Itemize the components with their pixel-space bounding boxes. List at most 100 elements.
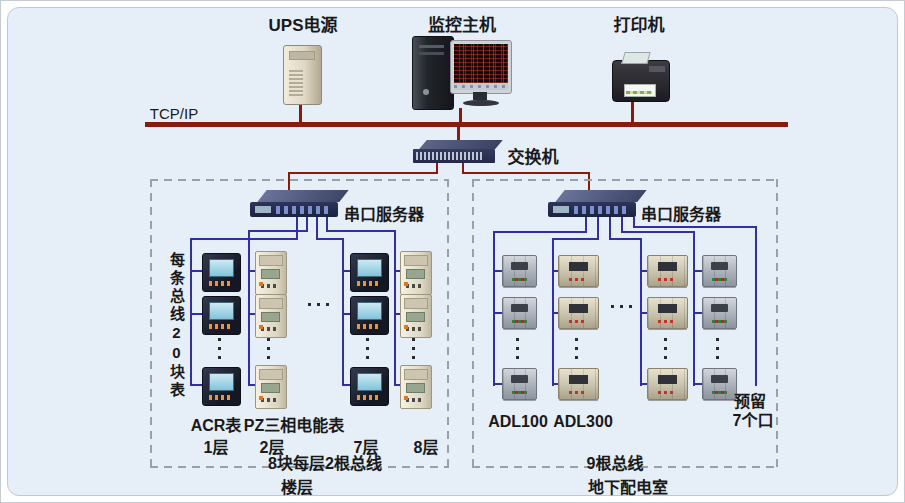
basement-zone-label: 地下配电室 [588, 474, 668, 498]
stub [693, 312, 702, 314]
pz-meter-device [255, 365, 287, 409]
acr-meter-device [350, 296, 389, 335]
acr-meter-device [350, 367, 389, 406]
right-server-stub-3 [609, 217, 611, 240]
left-bus1 [190, 238, 192, 386]
tcpip-label: TCP/IP [150, 105, 198, 122]
left-bus4-run [326, 230, 396, 232]
serial-server-left [250, 190, 346, 222]
adl100-device [702, 255, 737, 287]
stub [248, 270, 255, 272]
adl300-device [558, 368, 599, 400]
adl300-device [647, 368, 688, 400]
pz-meter-device [255, 251, 287, 295]
ups-label: UPS电源 [269, 11, 338, 36]
ellipsis-vertical [575, 338, 578, 359]
stub [640, 270, 647, 272]
stub [693, 383, 702, 385]
right-bus2-run [552, 238, 599, 240]
switch-left-run [288, 172, 438, 174]
right-bus4-run [621, 231, 695, 233]
adl300-device [647, 297, 688, 329]
left-server-stub-3 [316, 217, 318, 240]
adl100-label: ADL100 [488, 413, 548, 431]
stub [342, 384, 350, 386]
switch-right-run [462, 172, 590, 174]
floor-label-8: 8层 [414, 434, 439, 458]
host-drop-line [459, 108, 462, 122]
adl100-device [702, 297, 737, 329]
reserved-label-2: 7个口 [733, 407, 774, 431]
monitor-base [463, 100, 499, 106]
host-tower [412, 36, 454, 110]
ellipsis-horizontal [611, 305, 632, 308]
floor-label-1: 1层 [204, 434, 229, 458]
serial-server-left-label: 串口服务器 [344, 201, 424, 225]
pz-meter-device [400, 365, 432, 409]
acr-meter-device [202, 296, 241, 335]
printer-label: 打印机 [614, 11, 665, 36]
host-label: 监控主机 [428, 11, 496, 36]
pz-meter-device [400, 294, 432, 338]
adl300-device [558, 297, 599, 329]
right-bus5-run [633, 226, 757, 228]
printer-drop-line [631, 101, 634, 122]
tcpip-bus-line [145, 122, 788, 127]
right-bus1-run [493, 231, 587, 233]
right-bus-note: 9根总线 [587, 450, 644, 474]
left-bus-note: 8块每层2根总线 [268, 450, 382, 474]
left-bus3 [342, 238, 344, 386]
ellipsis-vertical [366, 338, 369, 359]
stub [342, 313, 350, 315]
left-bus2 [248, 230, 250, 386]
right-bus3-run [609, 238, 642, 240]
printer-device [612, 60, 670, 102]
stub [248, 313, 255, 315]
ellipsis-vertical [412, 338, 415, 359]
ellipsis-vertical [516, 338, 519, 359]
serial-server-right-label: 串口服务器 [641, 201, 721, 225]
stub [248, 384, 255, 386]
acr-meter-device [202, 253, 241, 292]
right-bus1 [493, 231, 495, 386]
ellipsis-vertical [218, 338, 221, 359]
stub [640, 312, 647, 314]
monitor-stand [473, 92, 487, 100]
adl100-device [702, 368, 737, 400]
stub [493, 312, 502, 314]
left-side-note: 每条总线20块表 [166, 252, 187, 400]
pz-meter-device [400, 251, 432, 295]
ups-drop-line [299, 104, 302, 122]
adl100-device [502, 255, 537, 287]
adl100-device [502, 297, 537, 329]
stub [342, 270, 350, 272]
left-server-stub-1 [296, 217, 298, 240]
floor-zone-label: 楼层 [281, 474, 313, 498]
switch-device [413, 140, 503, 164]
acr-meter-device [202, 367, 241, 406]
stub [190, 313, 202, 315]
ellipsis-vertical [267, 338, 270, 359]
stub [693, 270, 702, 272]
ellipsis-vertical [716, 338, 719, 359]
acr-meter-device [350, 253, 389, 292]
stub [493, 270, 502, 272]
switch-label: 交换机 [508, 143, 559, 168]
right-server-stub-2 [597, 217, 599, 240]
adl100-device [502, 368, 537, 400]
pz-label: PZ三相电能表 [244, 412, 344, 436]
stub [190, 384, 202, 386]
left-bus2-run [248, 230, 308, 232]
stub [640, 383, 647, 385]
stub [190, 270, 202, 272]
left-bus3-run [316, 238, 344, 240]
serial-server-right [548, 190, 644, 222]
left-bus4 [394, 230, 396, 386]
adl300-device [558, 255, 599, 287]
ellipsis-vertical [664, 338, 667, 359]
host-monitor [450, 40, 512, 94]
acr-label: ACR表 [191, 412, 242, 436]
ellipsis-horizontal [308, 303, 329, 306]
pz-meter-device [255, 294, 287, 338]
adl300-device [647, 255, 688, 287]
